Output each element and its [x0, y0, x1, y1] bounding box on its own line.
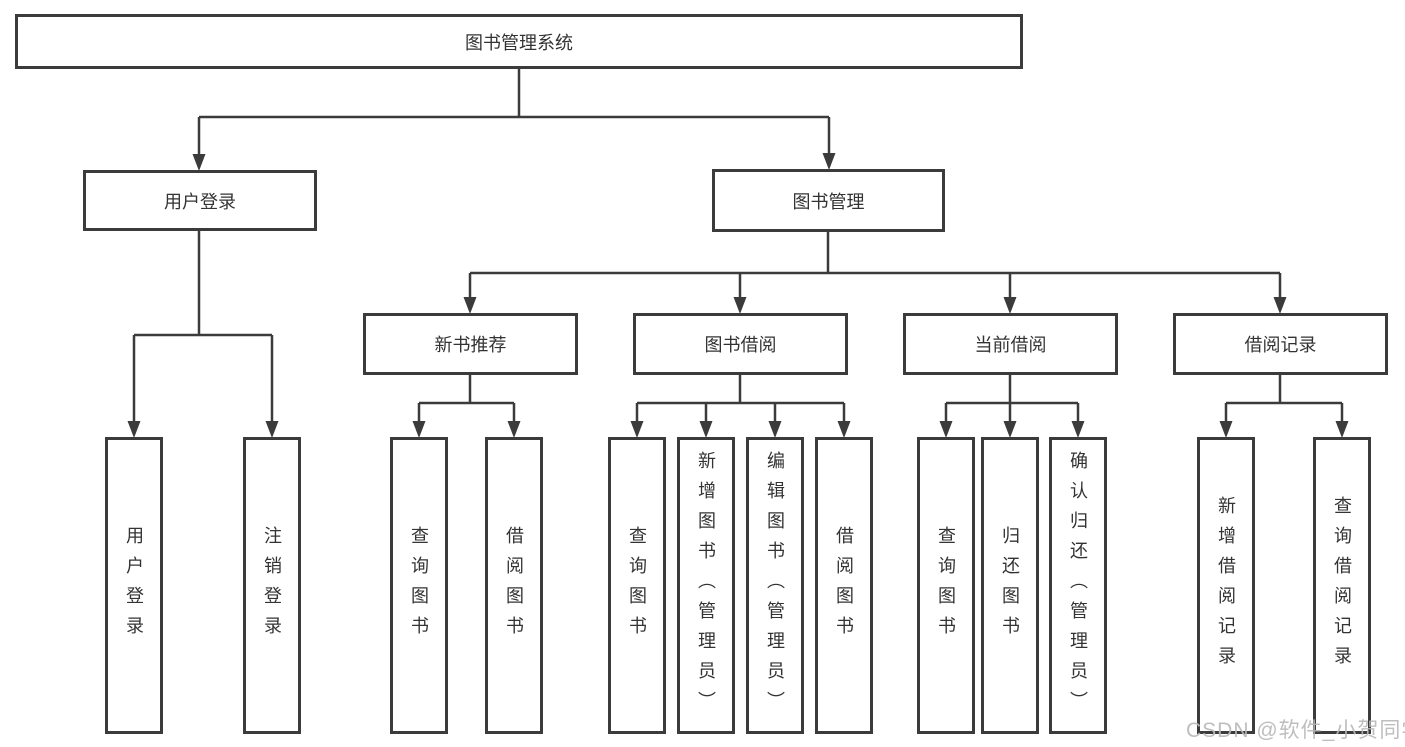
connector-current-borrow: [939, 375, 1085, 438]
node-logout-label: 注销登录: [262, 525, 282, 646]
node-cb-return-books: 归还图书: [981, 437, 1039, 734]
node-cb-confirm-return-admin: 确认归还（管理员）: [1049, 437, 1107, 734]
node-cb-confirm-return-admin-label: 确认归还（管理员）: [1068, 450, 1088, 721]
node-borrow-records: 借阅记录: [1173, 313, 1388, 375]
connector-root: [192, 69, 836, 171]
node-rec-query-books: 查询图书: [390, 437, 448, 734]
node-book-mgmt-label: 图书管理: [792, 191, 865, 212]
node-rec-query-books-label: 查询图书: [409, 525, 429, 646]
node-bb-add-books-admin: 新增图书（管理员）: [677, 437, 735, 734]
csdn-watermark: CSDN @软件_小贺同学: [1186, 719, 1405, 742]
node-user-login-leaf: 用户登录: [105, 437, 163, 734]
node-rec-borrow-books-label: 借阅图书: [504, 525, 524, 646]
connector-user-login: [127, 231, 279, 438]
node-bb-edit-books-admin: 编辑图书（管理员）: [746, 437, 804, 734]
node-root-label: 图书管理系统: [465, 32, 573, 53]
node-new-book-rec: 新书推荐: [363, 313, 578, 375]
connector-new-book-rec: [412, 375, 521, 438]
connector-book-mgmt: [463, 232, 1287, 314]
node-cb-return-books-label: 归还图书: [1000, 525, 1020, 646]
node-bb-edit-books-admin-label: 编辑图书（管理员）: [765, 450, 785, 721]
node-user-login: 用户登录: [83, 170, 317, 231]
node-new-book-rec-label: 新书推荐: [434, 335, 507, 355]
connector-book-borrow: [630, 375, 851, 438]
node-root: 图书管理系统: [15, 14, 1023, 69]
node-bb-query-books: 查询图书: [608, 437, 666, 734]
node-bb-add-books-admin-label: 新增图书（管理员）: [696, 450, 716, 721]
node-book-mgmt: 图书管理: [712, 169, 945, 232]
node-current-borrow-label: 当前借阅: [974, 335, 1047, 355]
node-br-query-record: 查询借阅记录: [1313, 437, 1371, 734]
node-br-add-record-label: 新增借阅记录: [1216, 495, 1236, 676]
node-user-login-label: 用户登录: [164, 191, 236, 212]
node-bb-borrow-books-label: 借阅图书: [834, 525, 854, 646]
node-bb-query-books-label: 查询图书: [627, 525, 647, 646]
node-br-add-record: 新增借阅记录: [1197, 437, 1255, 734]
connector-borrow-records: [1219, 375, 1349, 438]
node-cb-query-books-label: 查询图书: [936, 525, 956, 646]
node-book-borrow-label: 图书借阅: [704, 335, 777, 355]
node-user-login-leaf-label: 用户登录: [124, 525, 144, 646]
node-rec-borrow-books: 借阅图书: [485, 437, 543, 734]
node-cb-query-books: 查询图书: [917, 437, 975, 734]
node-logout: 注销登录: [243, 437, 301, 734]
node-book-borrow: 图书借阅: [633, 313, 848, 375]
node-bb-borrow-books: 借阅图书: [815, 437, 873, 734]
node-current-borrow: 当前借阅: [903, 313, 1118, 375]
node-br-query-record-label: 查询借阅记录: [1332, 495, 1352, 676]
node-borrow-records-label: 借阅记录: [1244, 335, 1317, 355]
